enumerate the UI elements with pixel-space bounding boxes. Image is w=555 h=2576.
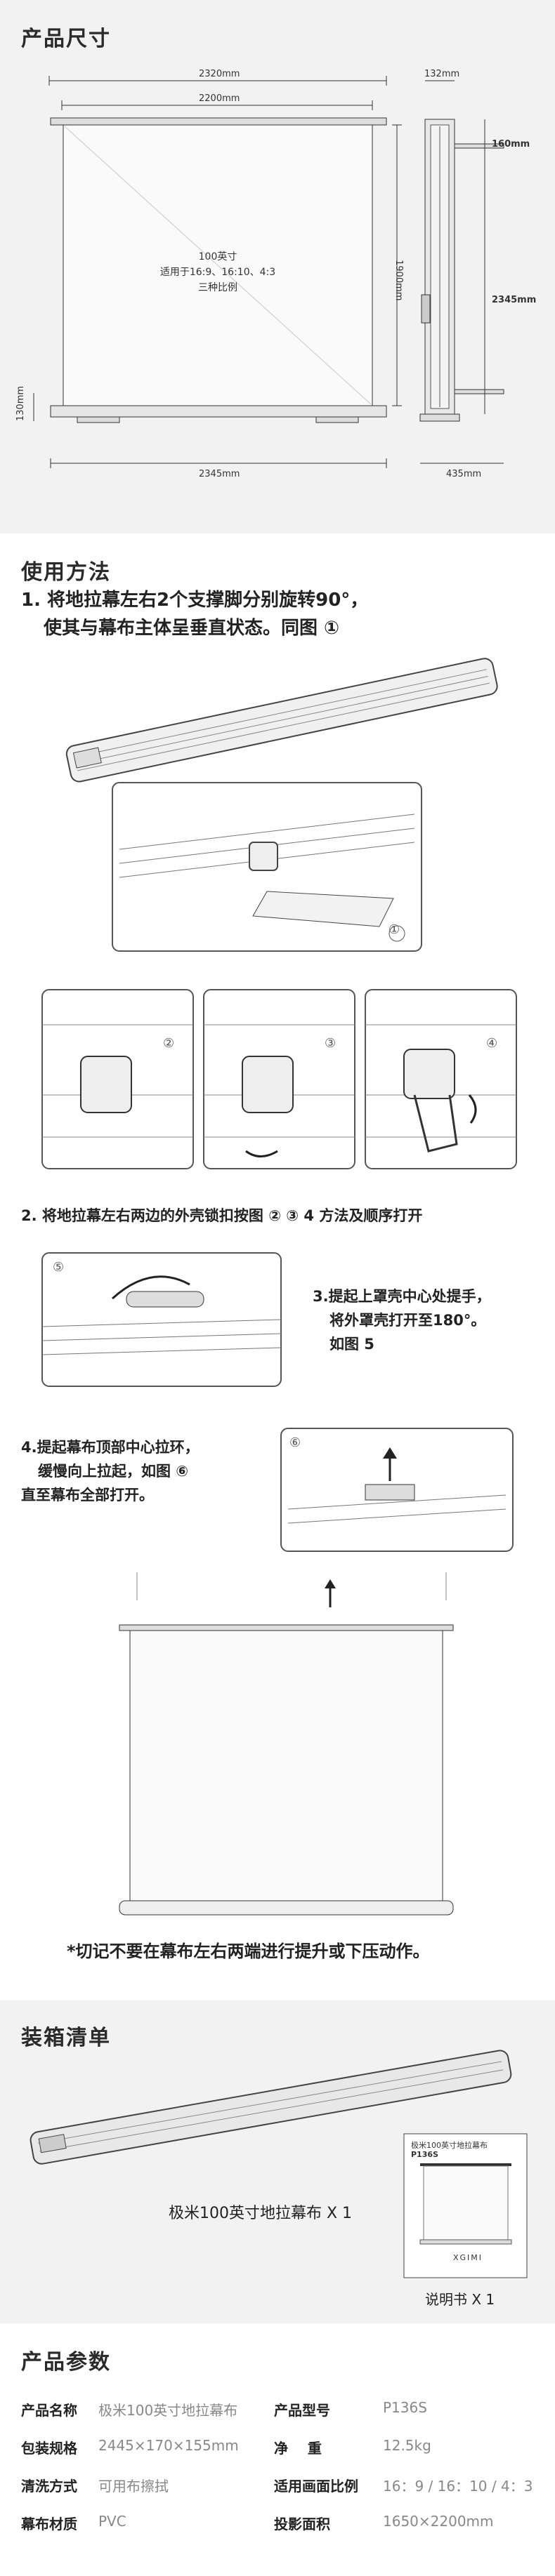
screen-caption-line: 100英寸	[198, 251, 237, 263]
dim-side-bottom: 435mm	[446, 469, 482, 479]
step-3-text: 3.提起上罩壳中心处提手， 将外罩壳打开至180°。 如图 5	[313, 1284, 491, 1356]
spec-label: 包装规格	[21, 2440, 77, 2457]
spec-value: 16：9 / 16：10 / 4：3	[383, 2478, 533, 2495]
section-packing: 装箱清单 极米100英寸地拉幕布 P136S XGIMI 极米100英寸地拉幕布…	[0, 2000, 555, 2323]
circle-label-1: ①	[388, 922, 400, 937]
spec-row: 清洗方式 可用布擦拭 适用画面比例 16：9 / 16：10 / 4：3	[21, 2467, 541, 2500]
spec-value: 可用布擦拭	[98, 2478, 169, 2495]
section-usage: 使用方法 1. 将地拉幕左右2个支撑脚分别旋转90°， 使其与幕布主体呈垂直状态…	[0, 533, 555, 2000]
spec-label: 清洗方式	[21, 2478, 77, 2495]
step-3-line: 将外罩壳打开至180°。	[329, 1312, 486, 1329]
packing-item-manual: 说明书 X 1	[425, 2291, 495, 2308]
spec-row: 产品名称 极米100英寸地拉幕布 产品型号 P136S	[21, 2391, 541, 2424]
dim-inner-width: 2200mm	[199, 93, 240, 104]
booklet-title: 极米100英寸地拉幕布	[411, 2141, 488, 2150]
step-1-line: 1. 将地拉幕左右2个支撑脚分别旋转90°，	[21, 590, 369, 611]
section-title-usage: 使用方法	[21, 560, 111, 585]
circle-label-3: ③	[325, 1036, 337, 1051]
dim-outer-width: 2320mm	[199, 69, 240, 79]
front-view-diagram	[33, 76, 504, 468]
step-4-line: 直至幕布全部打开。	[21, 1487, 154, 1503]
circle-label-4: ④	[486, 1036, 498, 1051]
packing-illustration	[30, 2050, 528, 2278]
section-title-size: 产品尺寸	[21, 27, 111, 51]
dim-left-height: 130mm	[15, 385, 26, 421]
section-specs: 产品参数 产品名称 极米100英寸地拉幕布 产品型号 P136S 包装规格 24…	[0, 2323, 555, 2576]
spec-label: 投影面积	[274, 2516, 330, 2532]
step-4-text: 4.提起幕布顶部中心拉环， 缓慢向上拉起，如图 ⑥ 直至幕布全部打开。	[21, 1435, 200, 1507]
spec-value: 1650×2200mm	[383, 2513, 494, 2530]
dim-side-top: 132mm	[424, 69, 460, 79]
spec-value: PVC	[98, 2513, 126, 2530]
circle-label-5: ⑤	[53, 1260, 65, 1275]
packing-item-screen: 极米100英寸地拉幕布 X 1	[169, 2205, 353, 2222]
spec-label: 净 重	[274, 2440, 322, 2457]
spec-value: 12.5kg	[383, 2437, 431, 2454]
usage-illustrations	[41, 658, 517, 1916]
section-title-packing: 装箱清单	[21, 2026, 111, 2050]
section-product-size: 产品尺寸	[0, 0, 555, 533]
spec-label: 产品型号	[274, 2402, 330, 2419]
spec-label: 产品名称	[21, 2402, 77, 2419]
step-2-text: 2. 将地拉幕左右两边的外壳锁扣按图 ② ③ 4 方法及顺序打开	[21, 1207, 423, 1224]
spec-row: 包装规格 2445×170×155mm 净 重 12.5kg	[21, 2429, 541, 2462]
circle-label-2: ②	[163, 1036, 175, 1051]
warning-note: *切记不要在幕布左右两端进行提升或下压动作。	[67, 1941, 430, 1961]
spec-label: 适用画面比例	[274, 2478, 358, 2495]
spec-value: 2445×170×155mm	[98, 2437, 239, 2454]
dim-height: 1900mm	[393, 260, 404, 301]
step-3-line: 如图 5	[329, 1336, 374, 1353]
step-4-line: 缓慢向上拉起，如图 ⑥	[38, 1463, 189, 1480]
circle-label-6: ⑥	[289, 1435, 301, 1450]
dim-base-width: 2345mm	[199, 469, 240, 479]
step-3-line: 3.提起上罩壳中心处提手，	[313, 1288, 491, 1305]
step-1-line: 使其与幕布主体呈垂直状态。同图 ①	[44, 618, 340, 639]
spec-label: 幕布材质	[21, 2516, 77, 2532]
step-1-text: 1. 将地拉幕左右2个支撑脚分别旋转90°， 使其与幕布主体呈垂直状态。同图 ①	[21, 586, 368, 642]
screen-caption-line: 三种比例	[198, 282, 237, 293]
spec-value: P136S	[383, 2399, 427, 2416]
booklet-model: P136S	[411, 2150, 438, 2159]
spec-value: 极米100英寸地拉幕布	[98, 2402, 238, 2419]
dim-side-total: 2345mm	[492, 295, 537, 305]
dim-side-right-top: 160mm	[492, 139, 530, 150]
step-4-line: 4.提起幕布顶部中心拉环，	[21, 1439, 200, 1456]
booklet-brand-logo: XGIMI	[453, 2253, 483, 2262]
section-title-specs: 产品参数	[21, 2350, 111, 2375]
screen-caption: 100英寸 适用于16:9、16:10、4:3 三种比例	[133, 249, 302, 296]
screen-caption-line: 适用于16:9、16:10、4:3	[159, 267, 276, 278]
spec-row: 幕布材质 PVC 投影面积 1650×2200mm	[21, 2504, 541, 2538]
